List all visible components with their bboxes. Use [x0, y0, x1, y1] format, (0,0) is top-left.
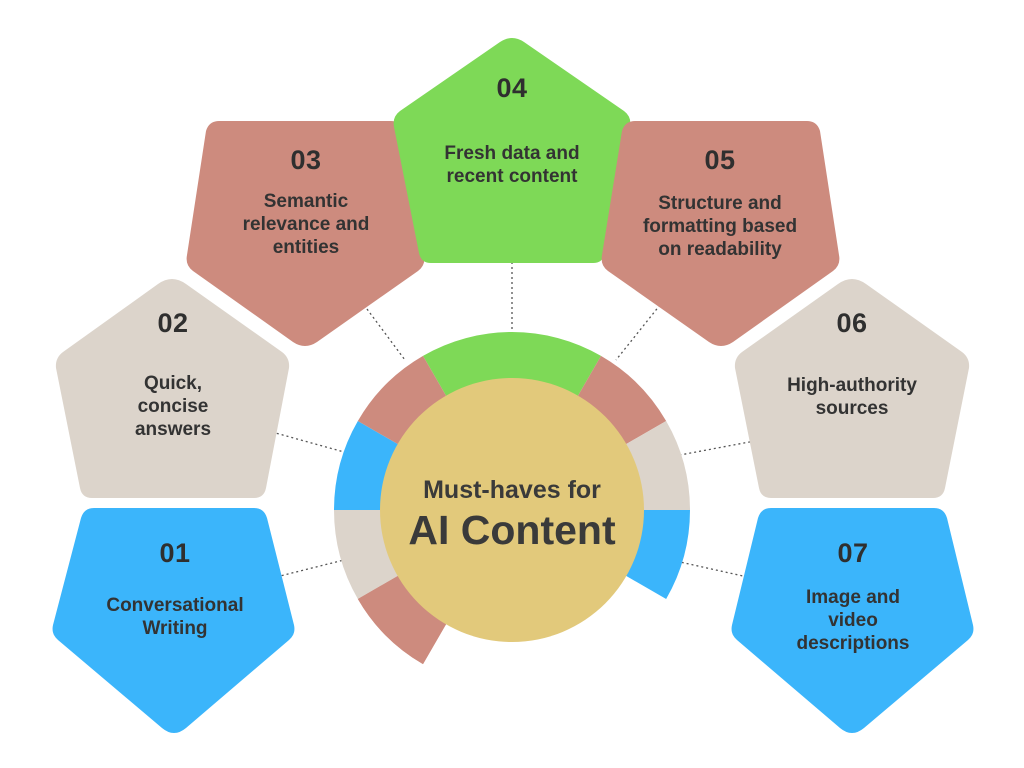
- item-01: 01 Conversational Writing: [55, 508, 295, 728]
- item-label: Quick, concise answers: [134, 373, 212, 440]
- item-07: 07 Image and video descriptions: [732, 508, 974, 728]
- connector-06: [679, 439, 761, 456]
- item-04: 04 Fresh data and recent content: [392, 36, 632, 264]
- connectors: [271, 262, 761, 579]
- item-number: 06: [836, 308, 868, 338]
- ring-segment-04: [423, 332, 601, 400]
- item-number: 05: [704, 145, 736, 175]
- ring-segment-03c: [357, 574, 448, 665]
- pentagon-02: [55, 279, 290, 498]
- item-05: 05 Structure and formatting based on rea…: [600, 121, 840, 349]
- ring-segment-05: [576, 355, 667, 446]
- item-label: High-authority sources: [787, 375, 917, 419]
- item-number: 01: [159, 538, 191, 568]
- pentagon-07: [731, 508, 974, 733]
- item-number: 04: [496, 73, 528, 103]
- item-shapes: [52, 38, 974, 733]
- item-number: 02: [157, 308, 189, 338]
- connector-05: [615, 304, 661, 361]
- pentagon-05: [601, 121, 840, 346]
- connector-03: [363, 304, 406, 361]
- center-title-line1: Must-haves for: [423, 476, 601, 504]
- item-label: Fresh data and recent content: [444, 143, 580, 187]
- pentagon-04: [393, 38, 631, 263]
- item-label: Image and video descriptions: [796, 587, 910, 654]
- item-number: 07: [837, 538, 869, 568]
- ring-segment-03b: [357, 355, 448, 446]
- connector-01: [271, 559, 345, 579]
- pentagon-01: [52, 508, 295, 733]
- item-label: Semantic relevance and entities: [242, 191, 370, 258]
- pentagon-03: [186, 121, 425, 346]
- center-title-line2: AI Content: [408, 507, 616, 553]
- item-06: 06 High-authority sources: [734, 276, 970, 498]
- center-title: Must-haves for AI Content: [372, 475, 652, 553]
- center-disc: [380, 378, 644, 642]
- pentagon-06: [734, 279, 970, 498]
- item-number: 03: [290, 145, 322, 175]
- item-label: Conversational Writing: [106, 595, 244, 639]
- connector-07: [679, 561, 753, 579]
- item-03: 03 Semantic relevance and entities: [186, 121, 426, 349]
- item-label: Structure and formatting based on readab…: [642, 193, 798, 260]
- item-02: 02 Quick, concise answers: [55, 276, 291, 498]
